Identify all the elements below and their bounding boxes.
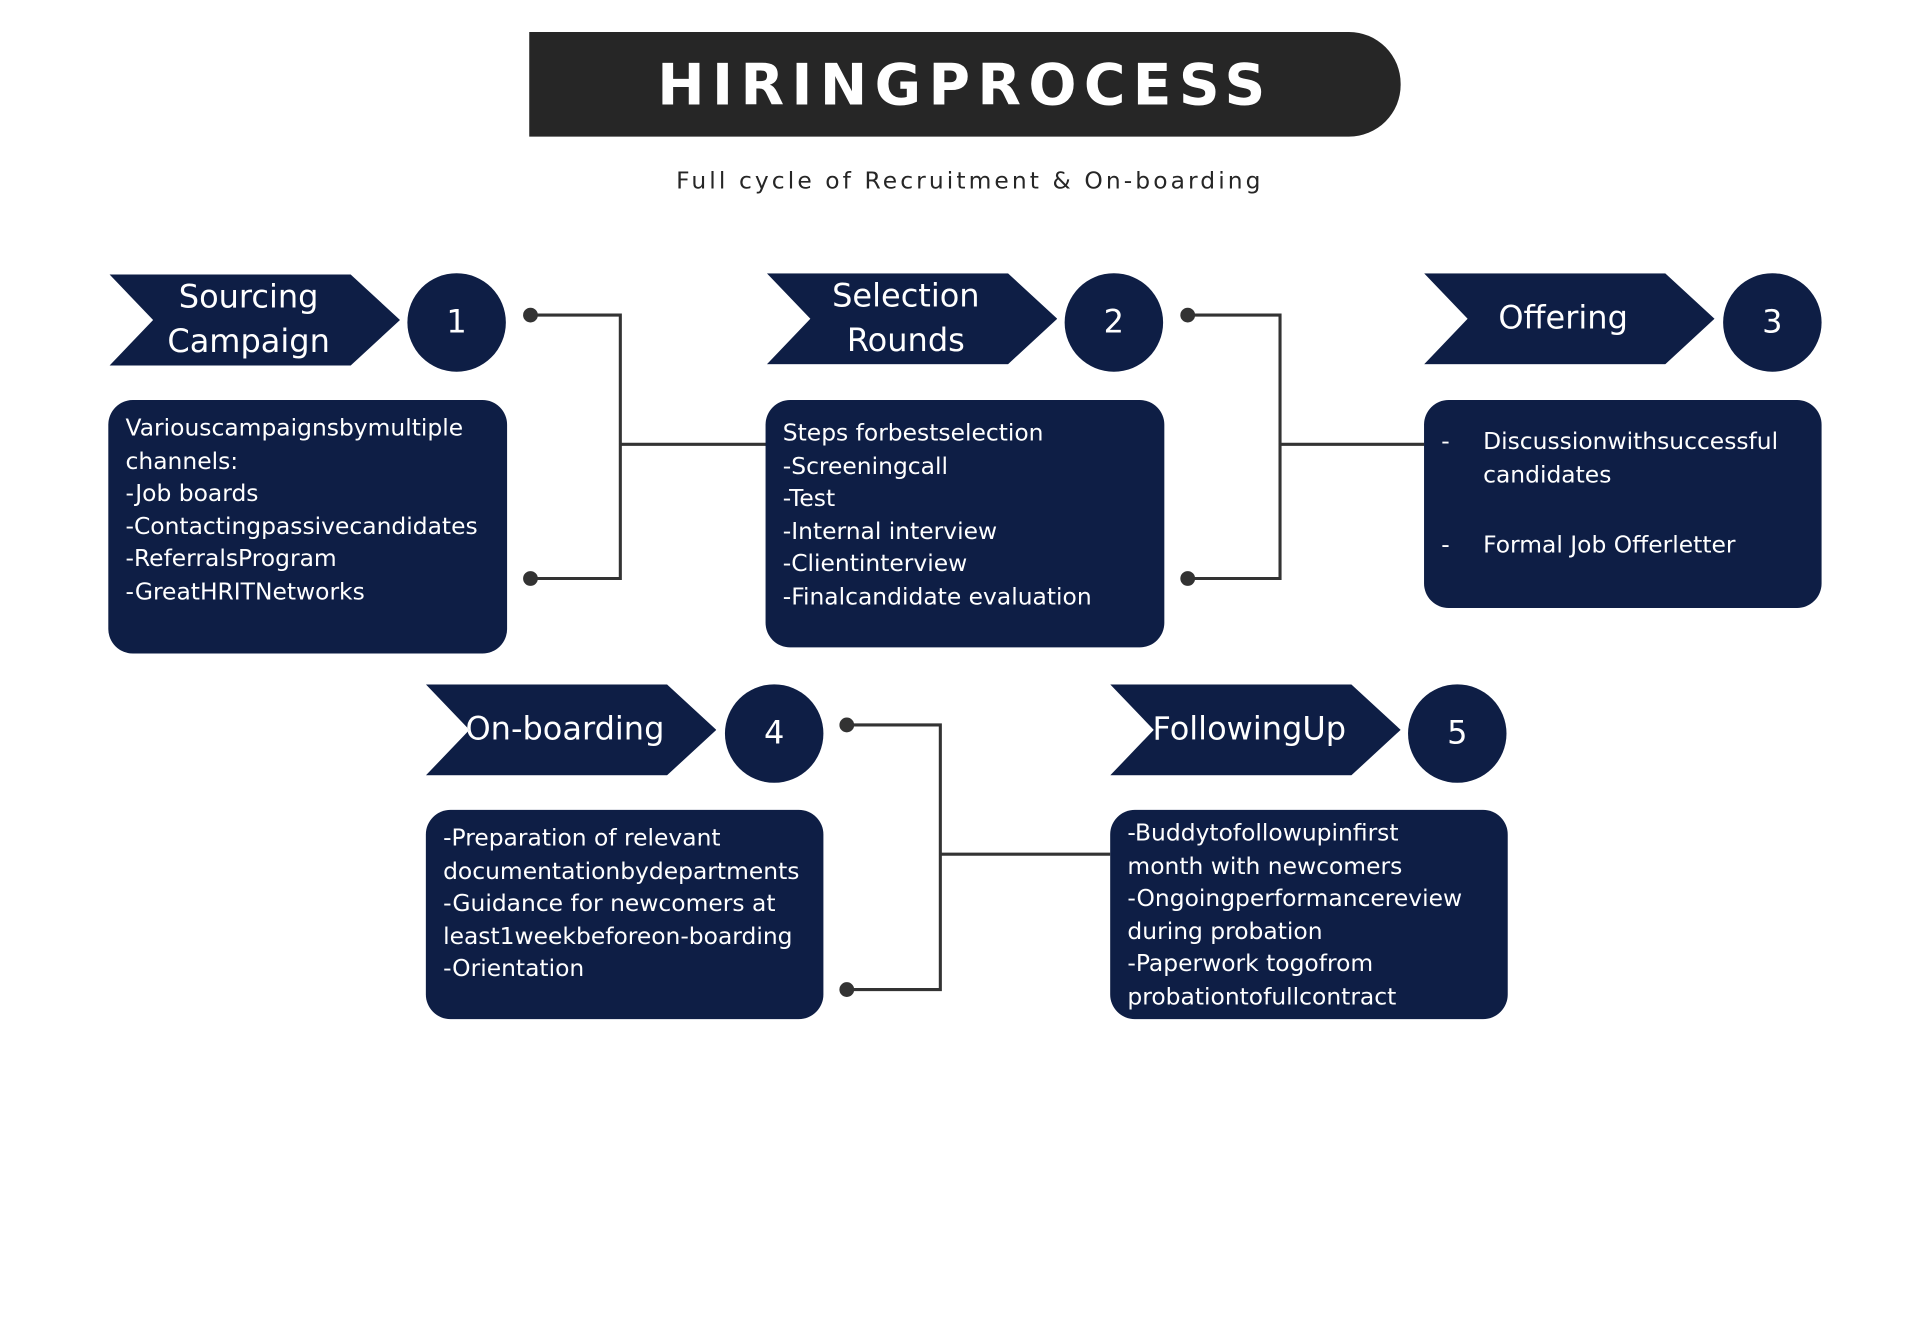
detail-line: documentationbydepartments [443,857,800,885]
detail-line: -Buddytofollowupinfirst [1127,819,1399,847]
detail-line: Steps forbestselection [782,419,1044,447]
step-4-chevron: On-boarding [425,684,717,776]
detail-line: Discussionwithsuccessful [1483,428,1779,456]
detail-line: -Guidance for newcomers at [443,889,776,917]
bullet-item: - Discussionwithsuccessful candidates [1441,426,1809,491]
step-5-number-badge: 5 [1408,684,1507,783]
detail-line: -Test [782,484,836,513]
step-4-number-badge: 4 [724,684,824,783]
bullet-item: - Formal Job Offerletter [1441,529,1809,562]
step-3-label: Offering [1498,300,1628,338]
detail-line: channels: [125,447,239,475]
detail-line: -Contactingpassivecandidates [125,512,478,540]
detail-line: Formal Job Offerletter [1483,531,1736,559]
bullet-marker: - [1441,428,1450,456]
step-2-number-badge: 2 [1064,273,1164,372]
detail-line: -Screeningcall [782,452,948,480]
connector-dot [1180,571,1196,586]
detail-line: month with newcomers [1127,852,1403,880]
detail-line: least1weekbeforeon-boarding [443,922,793,950]
step-5-chevron: FollowingUp [1110,684,1401,776]
step-5-label: FollowingUp [1152,711,1347,749]
step-1-number-badge: 1 [407,273,506,372]
connector-4-5 [846,723,1111,992]
page-subtitle: Full cycle of Recruitment & On-boarding [676,167,1264,195]
detail-line: -Internal interview [782,517,998,545]
step-3-chevron: Offering [1424,273,1715,365]
step-3-details: - Discussionwithsuccessful candidates - … [1424,400,1822,609]
connector-dot [523,571,538,586]
step-5-number: 5 [1447,715,1468,753]
connector-1-2 [530,313,767,581]
detail-line: -Preparation of relevant [443,824,721,852]
step-1-chevron: Sourcing Campaign [109,274,401,366]
step-1-label: Sourcing Campaign [167,279,330,361]
detail-line: -Ongoingperformancereview [1127,884,1463,913]
detail-line: -Clientinterview [782,550,968,578]
header-banner: HIRINGPROCESS [529,32,1401,137]
detail-line: -ReferralsProgram [125,545,337,573]
step-3-number: 3 [1762,304,1783,341]
bullet-marker: - [1441,531,1450,559]
step-1-number: 1 [446,304,467,341]
connector-dot [1180,307,1196,323]
detail-line: during probation [1127,917,1323,945]
step-5-details: -Buddytofollowupinfirst month with newco… [1110,809,1508,1020]
connector-dot [523,307,538,323]
connector-2-3 [1187,313,1425,581]
step-2-details: Steps forbestselection -Screeningcall -T… [765,400,1165,648]
step-2-label: Selection Rounds [832,278,980,360]
step-4-number: 4 [763,715,785,753]
detail-line: -Finalcandidate evaluation [782,582,1092,610]
connector-dot [839,982,855,997]
step-4-label: On-boarding [465,711,665,749]
connector-lines [523,307,1425,997]
connector-dot [839,717,855,733]
detail-line: probationtofullcontract [1127,982,1397,1010]
detail-line: -Paperwork togofrom [1127,950,1374,978]
page-title: HIRINGPROCESS [657,51,1273,118]
detail-line: -GreatHRITNetworks [125,577,365,605]
step-4-details: -Preparation of relevant documentationby… [425,809,824,1020]
step-1-details: Variouscampaignsbymultiple channels: -Jo… [108,400,508,654]
step-2-chevron: Selection Rounds [766,273,1058,365]
detail-line: -Job boards [125,480,259,508]
step-2-number: 2 [1103,304,1125,341]
detail-line: candidates [1483,460,1612,489]
detail-line: -Orientation [443,955,585,983]
step-3-number-badge: 3 [1723,273,1822,372]
detail-line: Variouscampaignsbymultiple [125,414,464,442]
